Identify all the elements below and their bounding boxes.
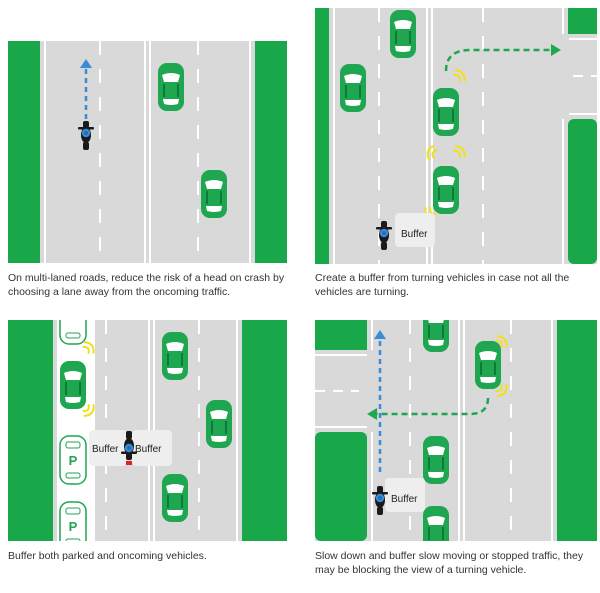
parked-car-icon: P	[59, 435, 87, 485]
grass-left	[8, 41, 40, 263]
car-icon	[475, 341, 501, 389]
parked-car-icon	[59, 320, 87, 345]
buffer-left-label: Buffer	[92, 444, 119, 455]
car-icon	[158, 63, 184, 111]
car-icon	[340, 64, 366, 112]
road-surface	[315, 8, 597, 264]
grass-left	[315, 8, 329, 264]
car-icon	[433, 166, 459, 214]
grass-left	[8, 320, 53, 541]
arrow-icon	[374, 330, 386, 472]
buffer-label: Buffer	[391, 494, 418, 505]
svg-text:P: P	[69, 519, 78, 534]
buffer-zone-left	[89, 430, 127, 466]
car-icon	[162, 474, 188, 522]
car-icon	[433, 88, 459, 136]
buffer-zone	[385, 478, 425, 512]
grass-corner-top	[568, 8, 597, 34]
grass-corner-top	[315, 320, 367, 350]
car-icon	[60, 361, 86, 409]
panel-turning-vehicles: Buffer	[315, 8, 597, 264]
car-icon	[201, 170, 227, 218]
caption-3: Buffer both parked and oncoming vehicles…	[8, 550, 207, 562]
car-icon	[423, 320, 449, 352]
grass-corner-bottom	[568, 119, 597, 264]
arrow-icon	[367, 397, 490, 420]
car-icon	[423, 506, 449, 541]
grass-corner-bottom	[315, 432, 367, 541]
caption-4: Slow down and buffer slow moving or stop…	[315, 550, 584, 576]
car-icon	[390, 10, 416, 58]
panel-lane-choice	[8, 41, 287, 263]
panel-stopped-traffic: Buffer	[315, 320, 597, 541]
parked-car-icon: P	[59, 501, 87, 541]
buffer-zone-right	[132, 430, 172, 466]
road-surface	[8, 41, 287, 263]
caption-2: Create a buffer from turning vehicles in…	[315, 272, 570, 298]
arrow-icon	[80, 59, 92, 119]
arrow-icon	[444, 44, 561, 72]
caption-1: On multi-laned roads, reduce the risk of…	[8, 272, 285, 298]
buffer-right-label: Buffer	[135, 444, 162, 455]
svg-text:P: P	[69, 453, 78, 468]
panel-parked-oncoming: P P Buffer Buffer	[8, 320, 287, 541]
grass-right	[255, 41, 287, 263]
grass-right	[557, 320, 597, 541]
buffer-zone	[395, 213, 435, 247]
car-icon	[206, 400, 232, 448]
brake-light	[126, 461, 132, 465]
car-icon	[162, 332, 188, 380]
car-icon	[423, 436, 449, 484]
buffer-label: Buffer	[401, 229, 428, 240]
grass-right	[242, 320, 287, 541]
